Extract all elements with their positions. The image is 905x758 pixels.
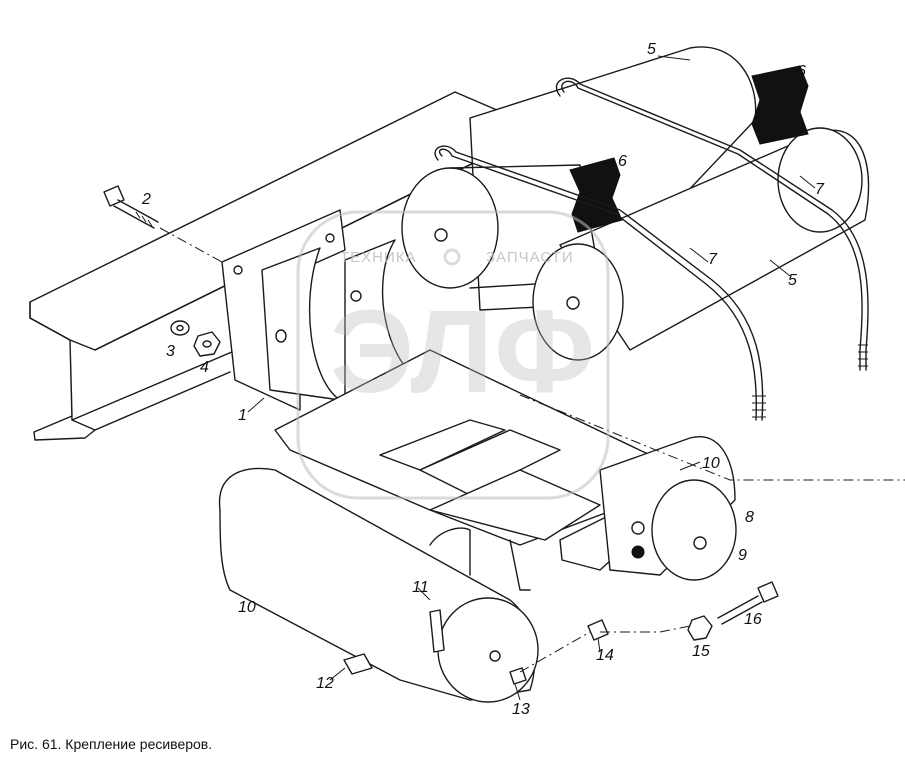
callout-5-right: 5 [788, 272, 797, 289]
callout-7-middle: 7 [708, 251, 718, 268]
callout-11: 11 [412, 579, 429, 596]
rubber-pad-middle [569, 157, 623, 233]
callout-13: 13 [512, 701, 530, 718]
callout-14: 14 [596, 647, 614, 664]
clamp-strap-lower [434, 145, 766, 421]
washer-3 [170, 320, 190, 336]
lower-right-receiver [599, 436, 737, 581]
lower-left-receiver [218, 467, 539, 703]
callout-16: 16 [744, 611, 762, 628]
svg-text:ЭЛФ: ЭЛФ [330, 286, 596, 418]
callout-9: 9 [738, 547, 747, 564]
callout-10-left: 10 [238, 599, 256, 616]
nut-4 [193, 331, 221, 357]
assembly-lines [159, 227, 905, 673]
callout-5-top: 5 [647, 41, 656, 58]
rubber-pad-upper [751, 65, 809, 145]
callout-1: 1 [238, 407, 247, 424]
leader-lines [247, 55, 816, 701]
callout-12: 12 [316, 675, 334, 692]
callout-6-middle: 6 [618, 153, 627, 170]
bolt-2 [103, 185, 159, 229]
callout-8: 8 [745, 509, 754, 526]
callout-2: 2 [141, 191, 151, 208]
callout-7-right: 7 [815, 181, 825, 198]
bolt-16 [717, 581, 779, 625]
callout-4: 4 [200, 359, 209, 376]
nut-15 [687, 615, 713, 641]
svg-text:ТЕХНИКА: ТЕХНИКА [340, 249, 417, 266]
svg-text:ЗАПЧАСТИ: ЗАПЧАСТИ [486, 249, 574, 266]
figure-caption: Рис. 61. Крепление ресиверов. [10, 736, 213, 752]
watermark-logo: ТЕХНИКА ЗАПЧАСТИ ЭЛФ [296, 210, 610, 500]
callout-3: 3 [166, 343, 175, 360]
clamp-strap-upper [555, 77, 869, 371]
callout-10-right: 10 [702, 455, 720, 472]
callout-15: 15 [692, 643, 710, 660]
pin-14 [587, 619, 609, 641]
mounting-bracket [221, 209, 421, 411]
callout-6-top: 6 [797, 63, 806, 80]
callout-labels: 1 2 3 4 5 5 6 6 7 7 8 9 10 10 11 12 13 1… [141, 41, 825, 718]
